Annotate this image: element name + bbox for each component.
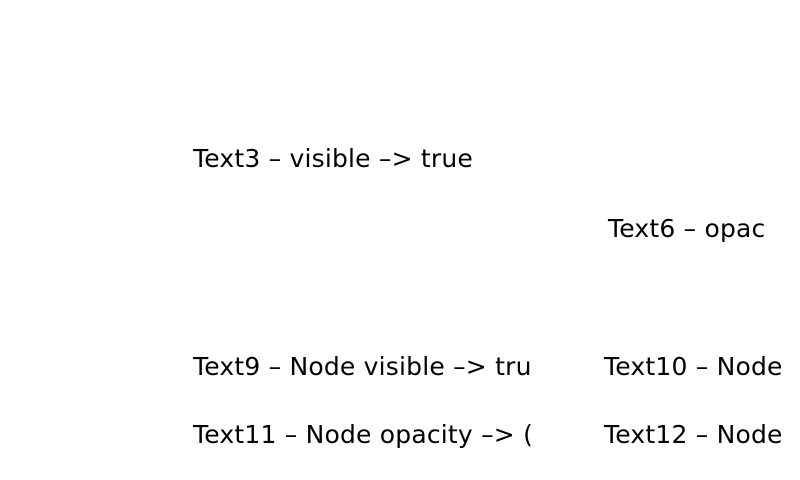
text-node-text6: Text6 – opac [608,214,766,243]
text-node-text10: Text10 – Node [604,352,783,381]
text-node-text11: Text11 – Node opacity –> ( [193,420,534,449]
text-node-text3: Text3 – visible –> true [193,144,474,173]
text-node-text9: Text9 – Node visible –> tru [193,352,532,381]
text-node-text12: Text12 – Node [604,420,783,449]
